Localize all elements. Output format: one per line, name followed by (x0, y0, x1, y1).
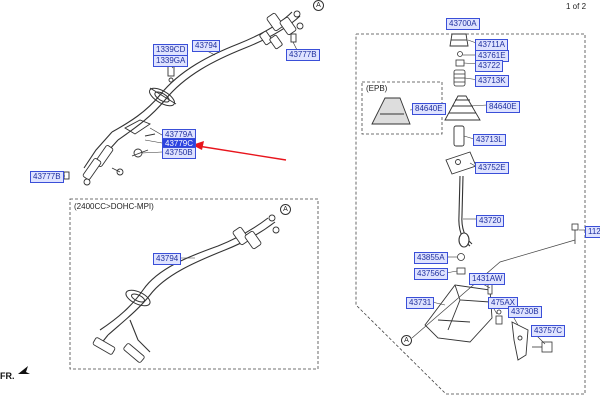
label-43731[interactable]: 43731 (406, 297, 435, 309)
marker-a-top: A (313, 0, 324, 11)
clip-43777b (290, 33, 297, 43)
boot-84640e (444, 95, 481, 121)
lever-43720 (458, 175, 473, 248)
label-1339ga[interactable]: 1339GA (153, 55, 189, 67)
part-43713l (453, 125, 465, 147)
variant-box-title: (2400CC>DOHC-MPI) (74, 202, 154, 211)
bracket-43730b (511, 321, 529, 361)
front-arrow-icon (18, 366, 30, 374)
grommet-variant (125, 289, 151, 307)
epb-box-title: (EPB) (366, 84, 388, 93)
boot-epb (371, 97, 411, 125)
spring-43713k (453, 69, 466, 87)
label-43777b-top[interactable]: 43777B (286, 49, 320, 61)
cable-end-variant (92, 214, 280, 363)
grommet-top (149, 87, 177, 107)
bracket-top (124, 119, 156, 158)
label-43752e[interactable]: 43752E (475, 162, 509, 174)
label-43713l[interactable]: 43713L (473, 134, 506, 146)
part-43722 (455, 59, 465, 67)
label-43730b[interactable]: 43730B (508, 306, 542, 318)
shift-knob (449, 33, 469, 47)
label-84640e[interactable]: 84640E (486, 101, 520, 113)
clip-top (167, 65, 175, 83)
label-43794-top[interactable]: 43794 (192, 40, 221, 52)
page-indicator: 1 of 2 (566, 2, 587, 11)
label-43750b[interactable]: 43750B (162, 147, 196, 159)
part-43757c (532, 341, 553, 353)
label-43700a[interactable]: 43700A (446, 18, 480, 30)
cable-end-top (259, 10, 304, 50)
label-43713k[interactable]: 43713K (475, 75, 509, 87)
label-43720[interactable]: 43720 (476, 215, 505, 227)
label-1431aw[interactable]: 1431AW (469, 273, 506, 285)
label-1123[interactable]: 112 (585, 226, 600, 238)
housing-43731 (424, 284, 493, 343)
bolt-1123 (571, 223, 579, 244)
part-43756c (456, 267, 466, 275)
bracket-43752e (445, 151, 477, 175)
label-43757c[interactable]: 43757C (531, 325, 566, 337)
ring-43761e (457, 51, 463, 57)
marker-a-assembly: A (401, 335, 412, 346)
label-43777b-left[interactable]: 43777B (30, 171, 64, 183)
marker-a-variant: A (280, 204, 291, 215)
label-43722[interactable]: 43722 (475, 60, 504, 72)
red-pointer-arrow (192, 141, 287, 161)
variant-frame (69, 198, 319, 370)
part-475ax (495, 309, 503, 325)
assembly-frame (355, 33, 586, 395)
label-43855a[interactable]: 43855A (414, 252, 448, 264)
label-43794-variant[interactable]: 43794 (153, 253, 182, 265)
label-84640e-epb[interactable]: 84640E (412, 103, 446, 115)
front-label: FR. (0, 371, 15, 381)
part-43855a (457, 253, 465, 261)
cable-end-left (82, 145, 124, 186)
a-leader (411, 239, 576, 339)
label-43756c[interactable]: 43756C (414, 268, 449, 280)
clip-43777b-left (63, 171, 70, 180)
